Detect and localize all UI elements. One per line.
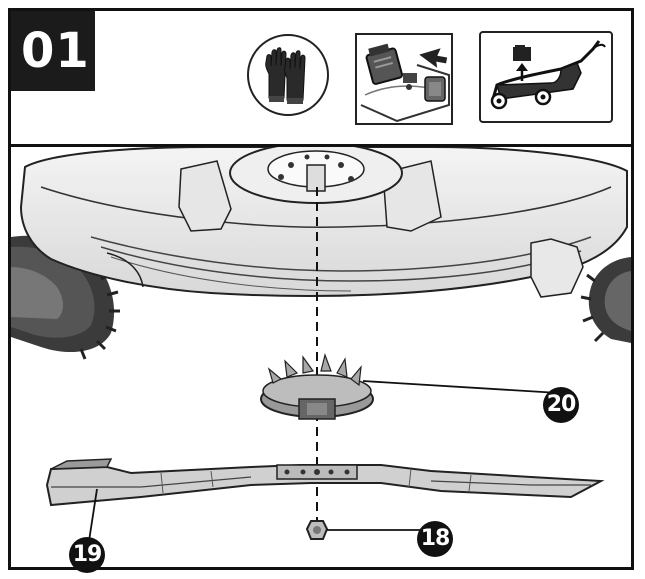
part-callout-18: 18 (417, 521, 453, 557)
remove-battery-icon (355, 33, 453, 125)
tilt-mower-icon (479, 31, 613, 123)
instruction-panel: 01 (8, 8, 634, 573)
blade-assembly-diagram: 20 19 18 (11, 142, 631, 573)
mower-deck (19, 142, 628, 298)
part-callout-19: 19 (69, 537, 105, 573)
exploded-view-drawing (11, 142, 631, 542)
protective-gloves-icon (247, 34, 329, 116)
instruction-header: 01 (11, 11, 631, 147)
blade-bolt (305, 520, 329, 540)
part-callout-20: 20 (543, 387, 579, 423)
leader-line-20 (362, 380, 560, 394)
blade-adapter (260, 352, 374, 420)
step-number: 01 (21, 23, 90, 79)
leader-line-19 (88, 488, 98, 542)
right-wheel (580, 257, 631, 343)
step-number-badge: 01 (11, 11, 95, 91)
mower-blade (45, 458, 605, 507)
